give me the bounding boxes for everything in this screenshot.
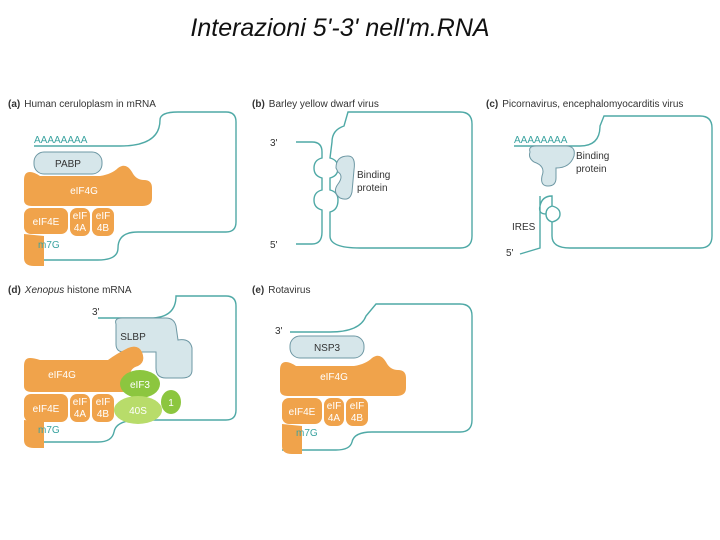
panel-d-eif4e-shape: [24, 394, 68, 422]
panel-c-5prime: 5': [506, 248, 514, 259]
panel-d-mrna-loop: [40, 295, 237, 443]
panel-d-letter: (d): [8, 285, 21, 296]
panel-a-eif4b-shape: [92, 208, 114, 236]
panel-d-eif4e-label: eIF4E: [33, 404, 60, 415]
panel-e-eif4e-shape: [282, 398, 322, 424]
panel-b-5prime: 5': [270, 240, 278, 251]
panel-a-eif4a-label-1: eIF: [73, 211, 87, 222]
svg-text:(e)Rotavirus: (e) Rotavirus: [252, 285, 310, 296]
panel-b-mrna-loop: [296, 111, 473, 249]
panel-d-eif4a-label-1: eIF: [73, 397, 87, 408]
panel-d-3prime: 3': [92, 307, 100, 318]
panel-d-caption-italic: Xenopus: [24, 285, 64, 296]
panel-d-eif4g-label: eIF4G: [48, 370, 76, 381]
panel-b-binding-protein-shape: [334, 155, 355, 200]
panel-a-pabp-label: PABP: [55, 159, 81, 170]
panel-a-cap-shape: [24, 234, 44, 266]
panel-e-cap-label: m7G: [296, 428, 318, 439]
panel-d-eif4b-label-1: eIF: [96, 397, 110, 408]
panel-c: (c) Picornavirus, encephalomyocarditis vi…: [486, 99, 713, 259]
panel-a-eif4a-label-2: 4A: [74, 223, 87, 234]
panel-e-3prime: 3': [275, 326, 283, 337]
panel-a-eif4g-label: eIF4G: [70, 186, 98, 197]
panel-c-binding-protein-shape: [529, 145, 575, 187]
panel-e-eif4g-label: eIF4G: [320, 372, 348, 383]
panel-e-eif4b-label-1: eIF: [350, 401, 364, 412]
panel-a-mrna-loop: [34, 111, 237, 261]
panel-a-eif4b-label-1: eIF: [96, 211, 110, 222]
panel-d-eif4a-label-2: 4A: [74, 409, 87, 420]
panel-c-mrna-loop: [514, 115, 713, 255]
panel-e-eif4e-label: eIF4E: [289, 407, 316, 418]
panel-a-eif4e-shape: [24, 208, 68, 234]
panel-e-eif4a-shape: [324, 398, 344, 426]
panel-a: (a) Human ceruloplasm in mRNA AAAAAAAA PA…: [8, 99, 237, 266]
panel-d-cap-label: m7G: [38, 425, 60, 436]
panel-b-caption: Barley yellow dwarf virus: [269, 99, 379, 110]
panel-d-40s-label: 40S: [129, 406, 147, 417]
panel-e-eif4b-shape: [346, 398, 368, 426]
panel-d-eif4g-shape: [24, 346, 144, 392]
panel-a-cap-label: m7G: [38, 240, 60, 251]
panel-d-caption-rest: histone mRNA: [64, 285, 132, 296]
panel-d-factor-1-label: 1: [168, 398, 174, 409]
panel-e-caption: Rotavirus: [268, 285, 310, 296]
panel-a-eif4e-label: eIF4E: [33, 217, 60, 228]
svg-text:(a)Human ceruloplasm in mRNA: (a) Human ceruloplasm in mRNA: [8, 99, 156, 110]
page-title: Interazioni 5'-3' nell'm.RNA: [190, 14, 490, 42]
svg-text:(d)Xenopus histone mRNA: (d)Xenopus histone mRNA: [8, 285, 132, 296]
panel-e-eif4g-shape: [280, 355, 406, 396]
panel-a-eif4g-shape: [24, 165, 152, 206]
panel-d-slbp-label: SLBP: [120, 332, 146, 343]
panel-b-letter: (b): [252, 99, 265, 110]
panel-e-cap-shape: [282, 424, 302, 454]
panel-e-eif4a-label-1: eIF: [327, 401, 341, 412]
panel-c-letter: (c): [486, 99, 498, 110]
panel-e-mrna-loop: [282, 303, 473, 451]
panel-d-eif4a-shape: [70, 394, 90, 422]
panel-c-binding-label-2: protein: [576, 164, 607, 175]
panel-e-nsp3-shape: [289, 335, 365, 359]
panel-b-binding-label-1: Binding: [357, 170, 390, 181]
panel-c-binding-label-1: Binding: [576, 151, 609, 162]
panel-b: (b) Barley yellow dwarf virus 3' 5' Bindi…: [252, 99, 473, 251]
panel-c-ires: IRES: [512, 222, 536, 233]
panel-e-eif4b-label-2: 4B: [351, 413, 364, 424]
panel-d-cap-shape: [24, 420, 44, 448]
panel-e-eif4a-label-2: 4A: [328, 413, 341, 424]
panel-d-eif4b-shape: [92, 394, 114, 422]
panel-c-caption: Picornavirus, encephalomyocarditis virus: [502, 99, 683, 110]
panel-d-eif3-shape: [120, 370, 160, 398]
panel-b-binding-label-2: protein: [357, 183, 388, 194]
panel-a-caption: Human ceruloplasm in mRNA: [24, 99, 156, 110]
panel-d: (d)Xenopus histone mRNA 3' SLBP eIF4G eI…: [8, 285, 237, 448]
panel-a-eif4b-label-2: 4B: [97, 223, 110, 234]
panel-d-eif3-label: eIF3: [130, 380, 150, 391]
svg-text:(c)Picornavirus, encephalomyoc: (c) Picornavirus, encephalomyocarditis vi…: [486, 99, 683, 110]
panel-e-nsp3-label: NSP3: [314, 343, 341, 354]
panel-c-polya: AAAAAAAA: [514, 135, 568, 146]
panel-d-eif4b-label-2: 4B: [97, 409, 110, 420]
panel-b-3prime: 3': [270, 138, 278, 149]
panel-d-40s-shape: [114, 396, 162, 424]
panel-a-polya: AAAAAAAA: [34, 135, 88, 146]
panel-d-factor-1-shape: [161, 390, 181, 414]
panel-e: (e)Rotavirus 3' NSP3 eIF4G eIF4E eIF 4A …: [252, 285, 473, 454]
panel-a-eif4a-shape: [70, 208, 90, 236]
panel-a-pabp-shape: [33, 151, 103, 175]
panel-a-letter: (a): [8, 99, 20, 110]
panel-e-letter: (e): [252, 285, 264, 296]
svg-text:(b)Barley yellow dwarf virus: (b) Barley yellow dwarf virus: [252, 99, 379, 110]
